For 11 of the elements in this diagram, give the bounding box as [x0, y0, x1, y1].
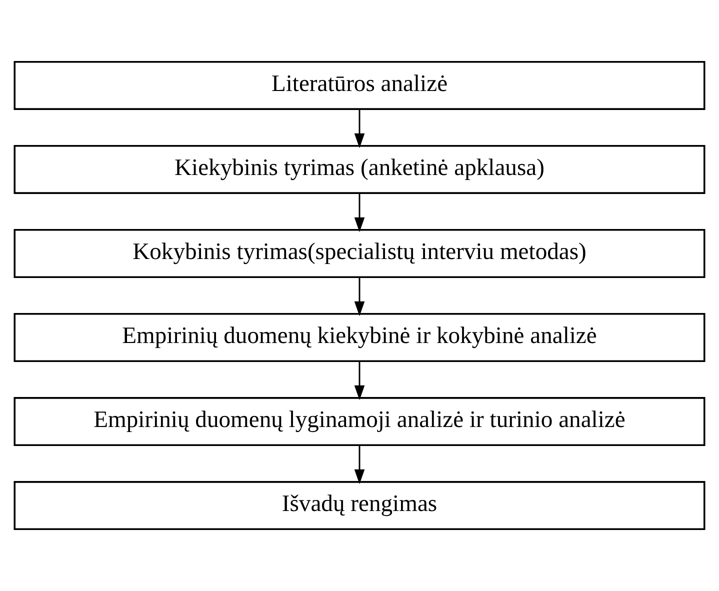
arrow [354, 277, 365, 316]
arrow [354, 445, 365, 484]
arrow [354, 361, 365, 400]
node-box: Kokybinis tyrimas(specialistų interviu metodas) [14, 229, 706, 278]
node-box: Literatūros analizė [14, 61, 706, 110]
arrow [354, 109, 365, 148]
node-box: Išvadų rengimas [14, 481, 706, 530]
node-box: Empirinių duomenų kiekybinė ir kokybinė analizė [14, 313, 706, 362]
node-box: Empirinių duomenų lyginamoji analizė ir turinio analizė [14, 397, 706, 446]
arrow [354, 193, 365, 232]
node-box: Kiekybinis tyrimas (anketinė apklausa) [14, 145, 706, 194]
